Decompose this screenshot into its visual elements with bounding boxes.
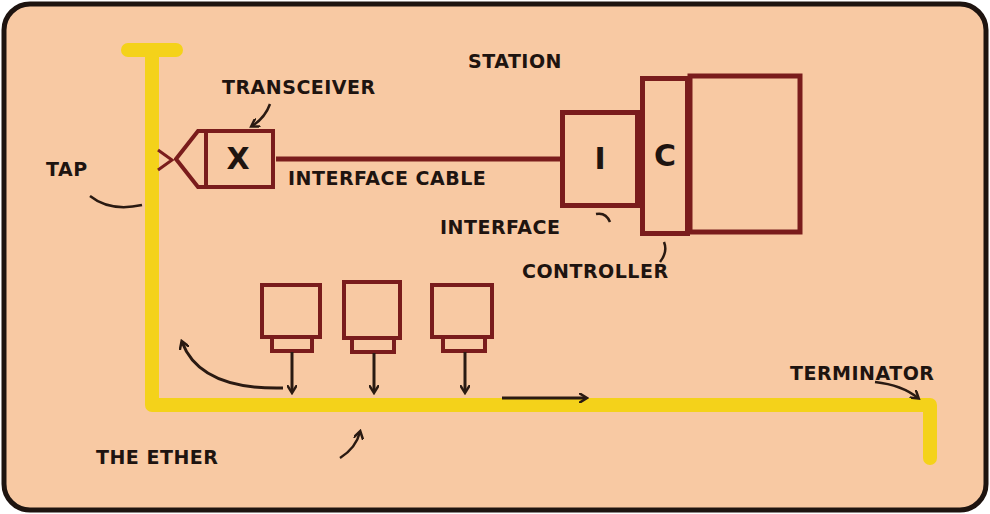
frame: [4, 4, 986, 510]
node-text: C: [654, 141, 676, 171]
node-text: X: [226, 144, 249, 174]
small-stations: [262, 282, 492, 352]
terminator-label: TERMINATOR: [790, 364, 934, 383]
cable-label: INTERFACE CABLE: [288, 169, 486, 188]
station-box: [690, 76, 800, 232]
station-label: STATION: [468, 52, 562, 71]
transceiver-box: X: [174, 128, 276, 190]
controller-label: CONTROLLER: [522, 262, 669, 281]
controller-box: C: [640, 76, 690, 236]
transceiver-label: TRANSCEIVER: [222, 78, 376, 97]
leader-lines: [90, 104, 918, 458]
transceiver-outline: [174, 128, 276, 190]
tap-label: TAP: [46, 160, 88, 179]
interface-box: I: [560, 110, 640, 208]
ether-label: THE ETHER: [96, 448, 218, 467]
node-text: I: [594, 144, 605, 174]
signal-arrows: [182, 342, 586, 398]
interface-cable: [276, 159, 560, 160]
interface-label: INTERFACE: [440, 218, 560, 237]
ether-cable: [128, 50, 930, 458]
tap: [158, 150, 172, 170]
